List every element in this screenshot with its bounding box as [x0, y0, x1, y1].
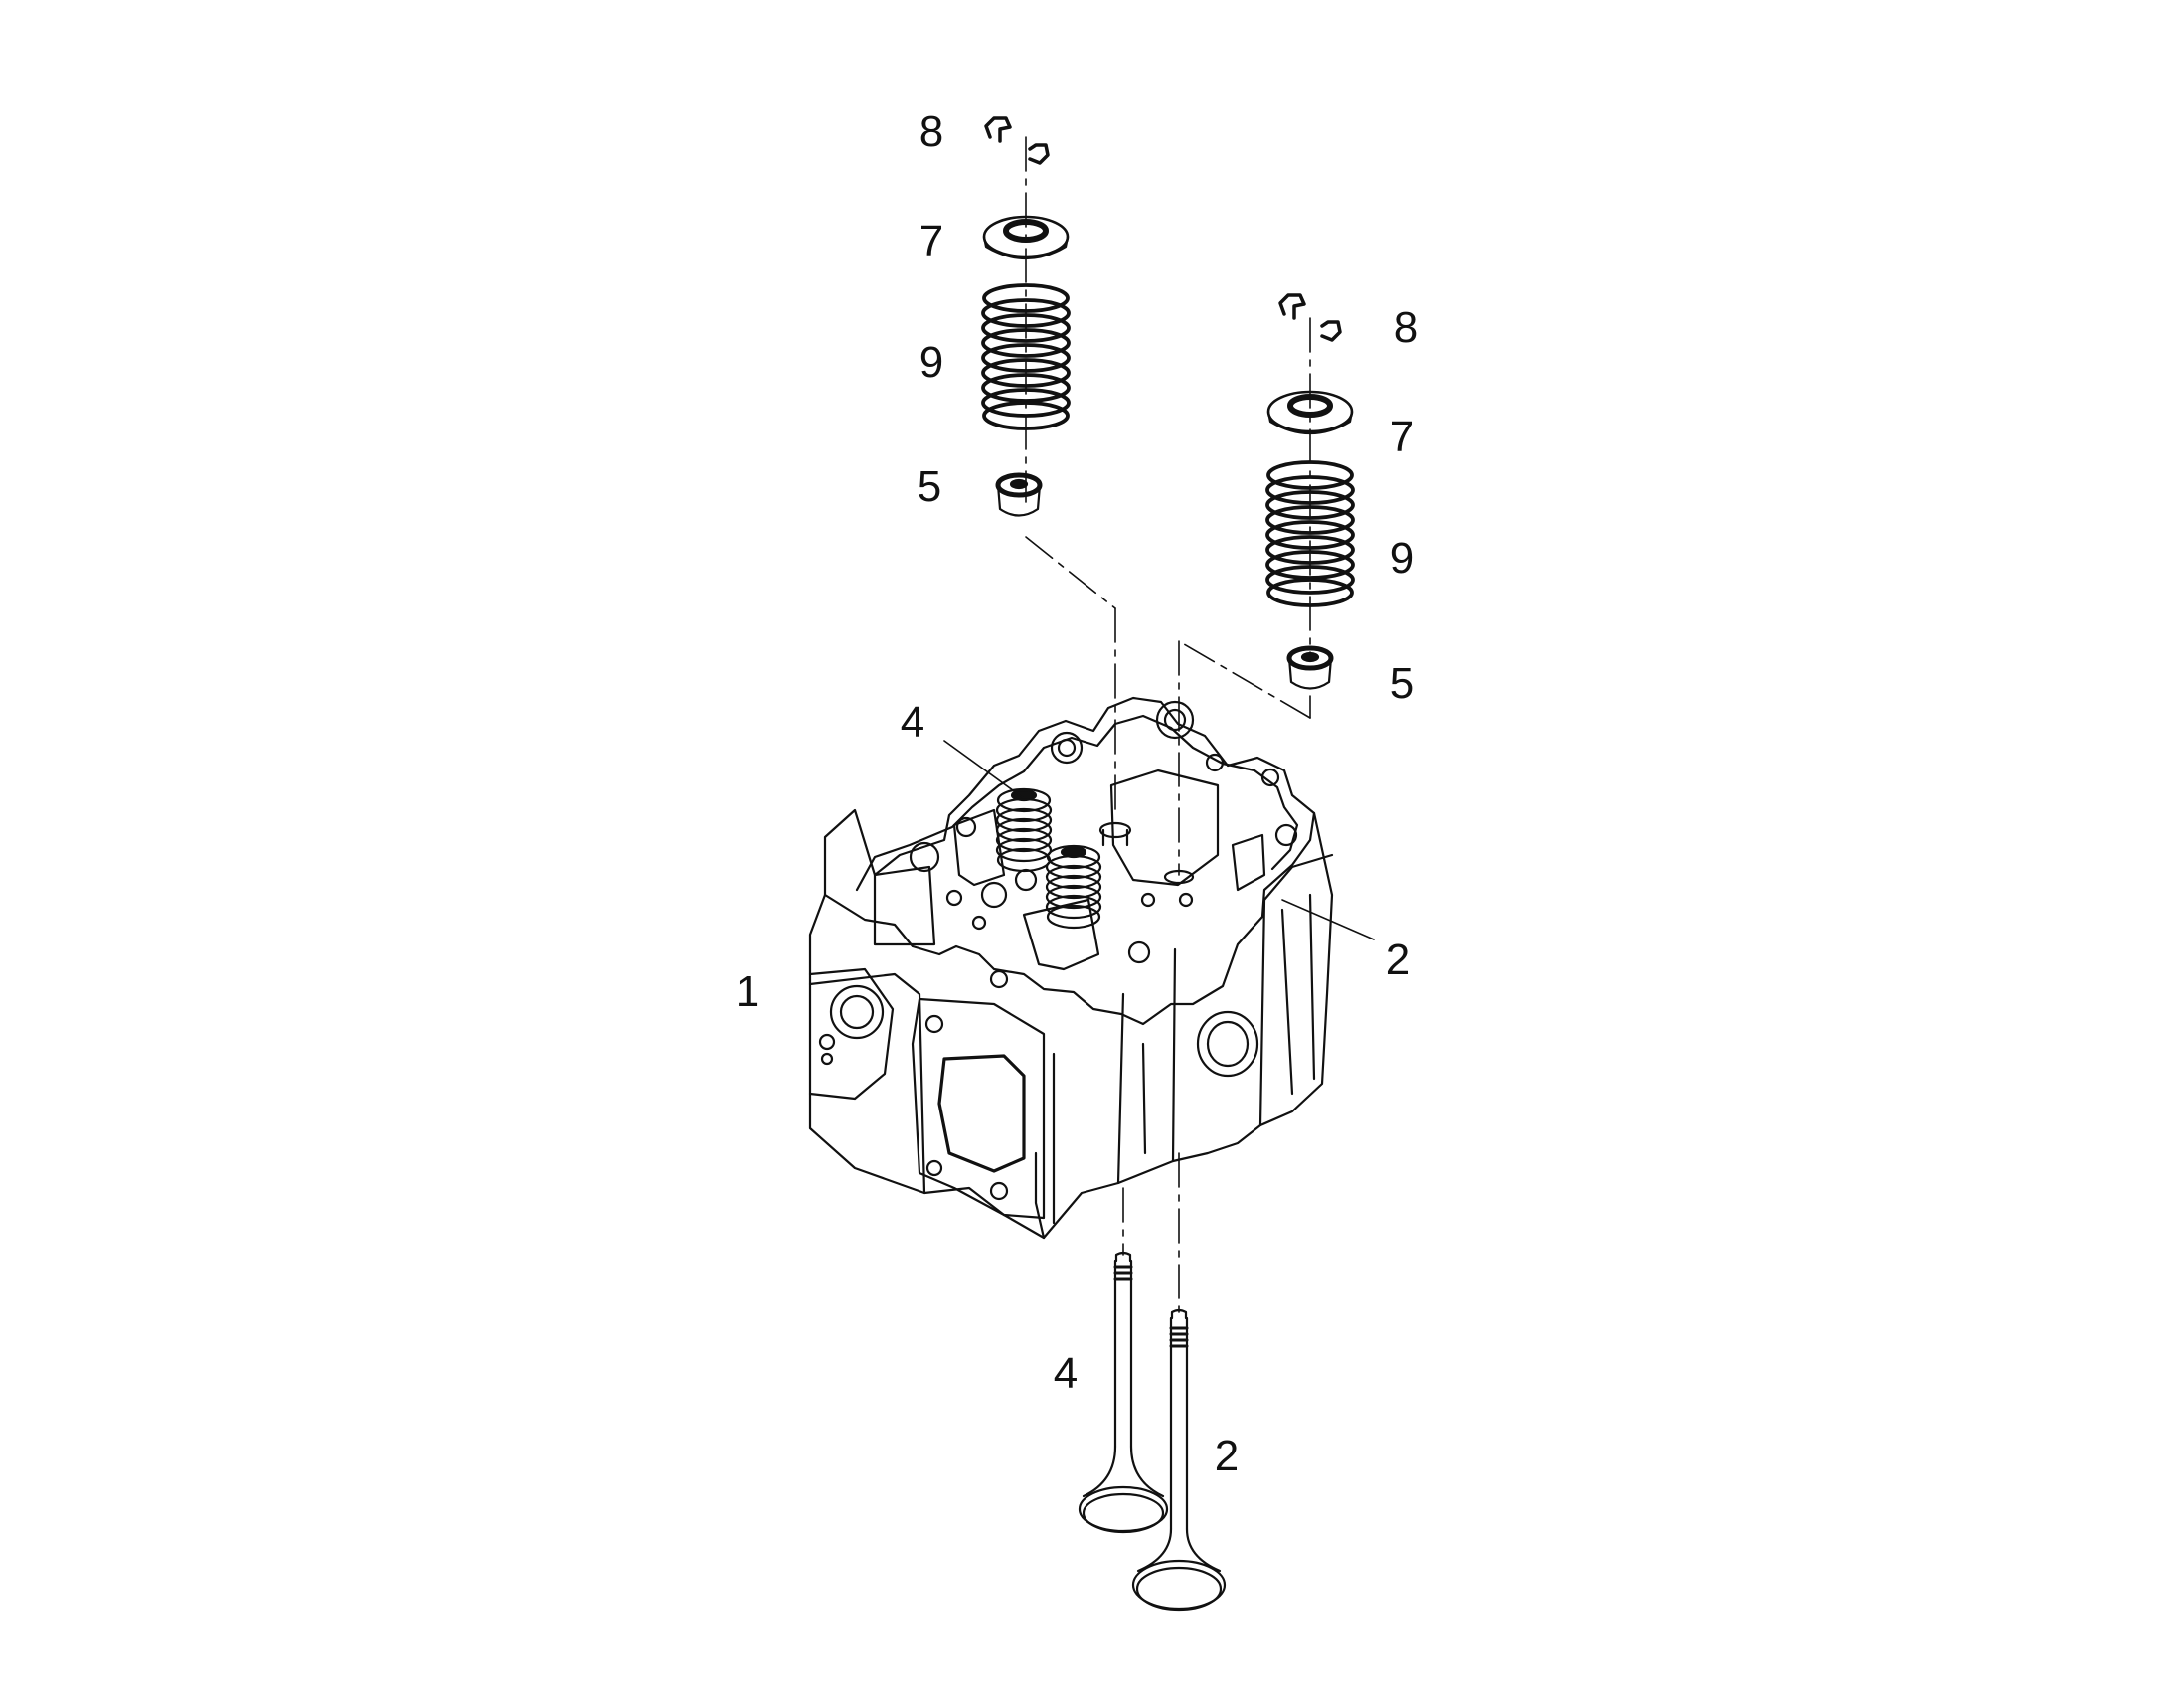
installed-spring-intake [995, 787, 1053, 873]
valve-stem-seal-left [995, 472, 1043, 517]
callout-loose-intake-valve: 4 [1053, 1349, 1079, 1398]
intake-valve [1078, 1251, 1169, 1534]
callout-right-spring: 9 [1389, 534, 1415, 583]
cylinder-head [808, 696, 1334, 1240]
left-valve-train [981, 116, 1071, 517]
callout-right-cotters: 8 [1393, 303, 1419, 352]
spring-retainer-right [1266, 390, 1354, 435]
leader-lines [943, 740, 1375, 940]
valve-spring-right [1265, 460, 1355, 607]
valve-stem-seal-right [1286, 645, 1334, 690]
callout-left-retainer: 7 [919, 217, 944, 265]
right-valve-train [1265, 293, 1355, 690]
callout-cylinder-head: 1 [735, 967, 760, 1016]
spring-retainer-left [982, 215, 1070, 260]
callout-right-seal: 5 [1389, 659, 1415, 708]
callout-head-intake-valve: 4 [900, 698, 925, 747]
exhaust-valve [1131, 1308, 1227, 1612]
callout-right-retainer: 7 [1389, 413, 1415, 461]
callout-left-seal: 5 [917, 462, 942, 511]
callout-left-cotters: 8 [919, 107, 944, 156]
valve-cotters-right [1278, 293, 1342, 342]
installed-spring-exhaust [1045, 844, 1102, 930]
callout-loose-exhaust-valve: 2 [1214, 1432, 1240, 1480]
valve-spring-left [981, 283, 1071, 430]
valve-cotters-left [984, 116, 1050, 165]
callout-left-spring: 9 [919, 338, 944, 387]
callout-head-exhaust-valve: 2 [1385, 936, 1411, 984]
